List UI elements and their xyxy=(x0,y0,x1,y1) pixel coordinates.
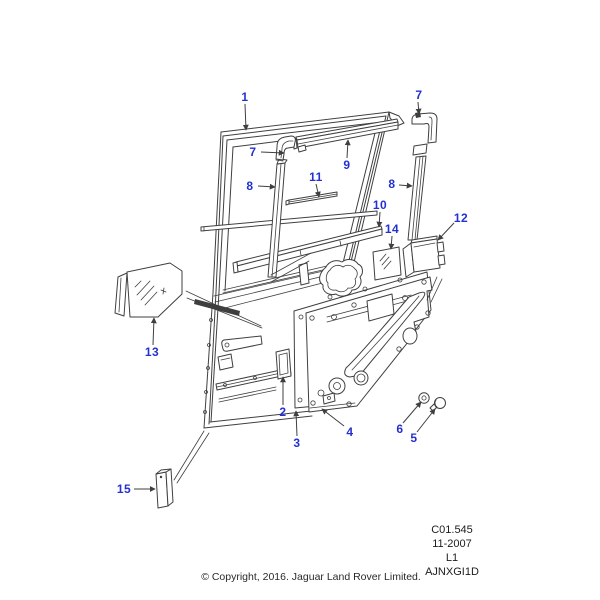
glass-channel-right xyxy=(407,143,428,241)
copyright-text: © Copyright, 2016. Jaguar Land Rover Lim… xyxy=(201,571,421,583)
callout-7-left[interactable]: 7 xyxy=(249,145,257,159)
corner-filler-right xyxy=(411,112,438,144)
bracket-12 xyxy=(402,235,446,278)
corner-filler-left xyxy=(275,135,296,162)
callout-10[interactable]: 10 xyxy=(372,198,388,212)
washer-6 xyxy=(418,392,430,404)
callout-5[interactable]: 5 xyxy=(410,431,418,445)
doc-ref-sheet: L1 xyxy=(445,552,459,564)
glass-channel-left xyxy=(267,158,288,278)
projection-lines xyxy=(173,252,443,484)
callout-8-left[interactable]: 8 xyxy=(246,179,254,193)
callout-8-right[interactable]: 8 xyxy=(388,177,396,191)
callout-2[interactable]: 2 xyxy=(279,405,287,419)
sliding-glass-13 xyxy=(114,262,183,318)
header-channel-9 xyxy=(292,118,399,153)
callout-11[interactable]: 11 xyxy=(309,170,323,184)
inner-panel-4 xyxy=(305,276,433,413)
quarter-glass-14 xyxy=(372,246,402,281)
door-frame-assembly xyxy=(194,111,405,429)
leader-lines xyxy=(134,101,455,492)
buffer-block-15 xyxy=(155,468,174,509)
glazing-bar-11 xyxy=(285,191,338,206)
callout-14[interactable]: 14 xyxy=(384,222,400,236)
callout-13[interactable]: 13 xyxy=(144,345,160,359)
callout-7-right[interactable]: 7 xyxy=(415,88,423,102)
doc-reference-block: C01.545 11-2007 L1 AJNXGI1D xyxy=(407,523,497,579)
callout-15[interactable]: 15 xyxy=(116,482,132,496)
waist-strip xyxy=(200,210,378,232)
doc-ref-code: C01.545 xyxy=(431,524,473,536)
screw-5 xyxy=(429,397,446,412)
callout-9[interactable]: 9 xyxy=(343,158,351,172)
doc-ref-date: 11-2007 xyxy=(432,538,472,550)
callout-1[interactable]: 1 xyxy=(241,90,249,104)
callout-6[interactable]: 6 xyxy=(396,422,404,436)
doc-ref-figure: AJNXGI1D xyxy=(425,566,479,578)
callout-12[interactable]: 12 xyxy=(453,211,469,225)
callout-4[interactable]: 4 xyxy=(346,425,354,439)
callout-3[interactable]: 3 xyxy=(293,436,301,450)
